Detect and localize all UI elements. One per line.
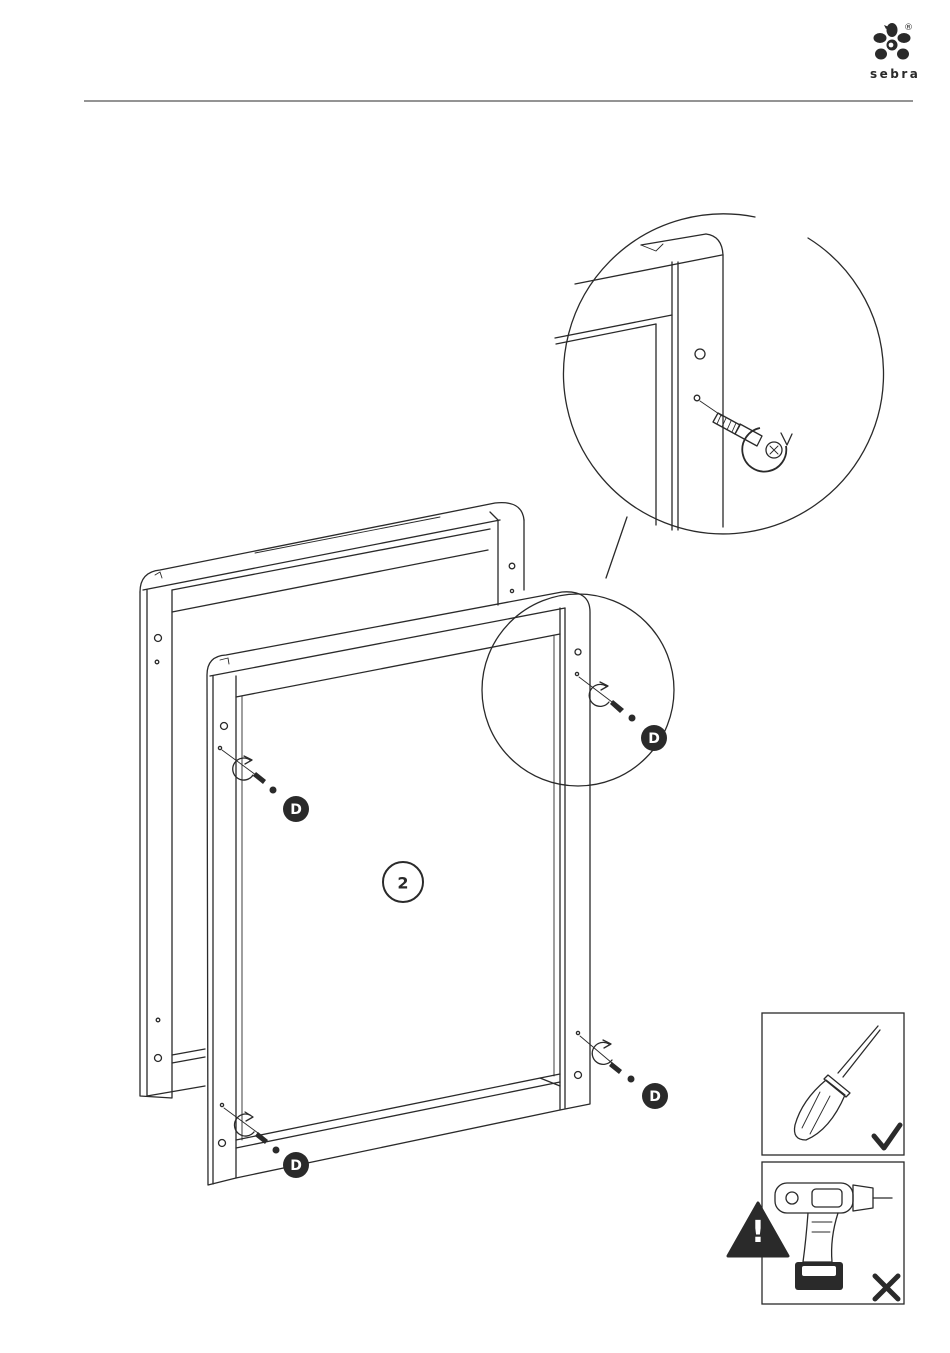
brand-name: sebra [870, 67, 920, 81]
screw-d-icon [579, 677, 636, 722]
tool-forbidden-box [762, 1162, 904, 1304]
svg-text:!: ! [751, 1215, 765, 1250]
svg-text:D: D [290, 802, 302, 818]
svg-text:D: D [290, 1158, 302, 1174]
rotate-arrow-icon [589, 682, 609, 706]
part-label-d: D [283, 1152, 309, 1178]
svg-text:D: D [648, 731, 660, 747]
screw-d-icon [222, 750, 277, 794]
part-label-d: D [642, 1083, 668, 1109]
tool-allowed-box [762, 1013, 904, 1155]
screw-d-icon [224, 1108, 280, 1154]
detail-callout [482, 214, 884, 786]
svg-text:D: D [649, 1089, 661, 1105]
svg-text:2: 2 [397, 874, 408, 893]
zoom-frame-detail [555, 234, 792, 530]
part-label-d: D [283, 796, 309, 822]
part-label-d: D [641, 725, 667, 751]
rotate-arrow-icon [234, 1112, 254, 1136]
sebra-logo: ® sebra [870, 23, 920, 81]
registered-mark: ® [904, 23, 913, 33]
back-frame [140, 503, 524, 1098]
step-number: 2 [383, 862, 423, 902]
